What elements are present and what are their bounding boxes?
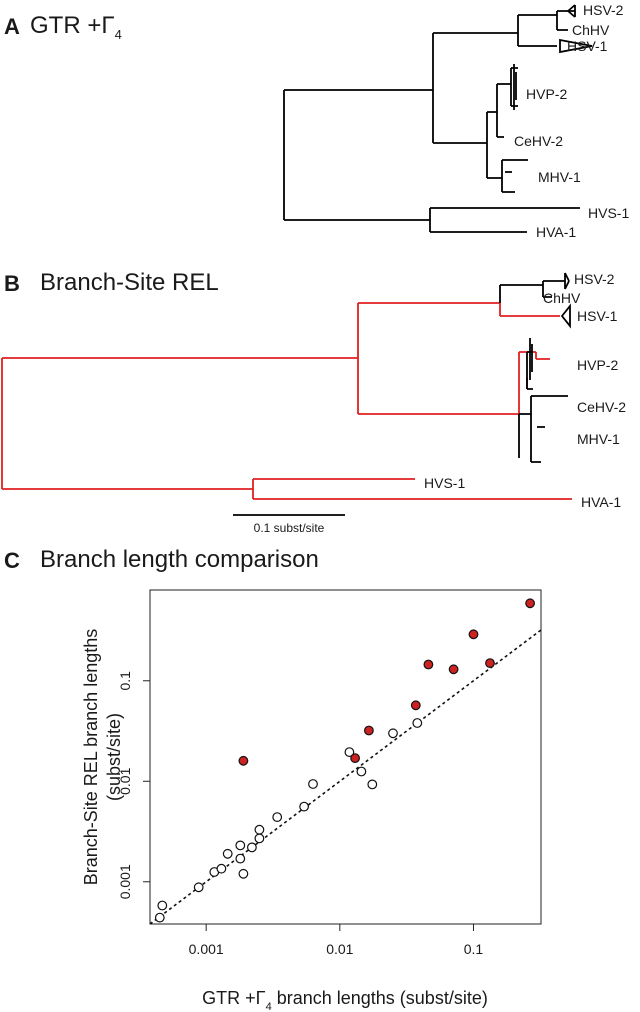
data-point-open <box>235 840 246 851</box>
data-point-open <box>272 812 283 822</box>
data-point-open <box>235 853 246 864</box>
panel-b-title: Branch-Site REL <box>40 269 219 296</box>
leaf-label: HVS-1 <box>588 205 629 221</box>
data-point-open <box>216 863 227 874</box>
data-point-selected <box>238 755 249 766</box>
data-point-selected <box>350 753 361 763</box>
data-point-open <box>193 882 204 893</box>
leaf-label: HVA-1 <box>581 494 621 510</box>
plot-frame <box>149 589 542 925</box>
x-tick-label: 0.001 <box>189 941 224 957</box>
panel-c-letter: C <box>4 548 20 573</box>
leaf-label: MHV-1 <box>577 431 620 447</box>
leaf-label: HVA-1 <box>536 224 576 240</box>
leaf-label: HVP-2 <box>577 357 618 373</box>
data-point-selected <box>410 700 421 711</box>
leaf-label: ChHV <box>572 22 610 38</box>
leaf-label: MHV-1 <box>538 169 581 185</box>
tree-b-labels: HSV-2 ChHV HSV-1 HVP-2 CeHV-2 MHV-1 HVS-… <box>424 271 626 510</box>
y-axis-label-units: (subst/site) <box>104 713 124 801</box>
data-point-selected <box>525 598 535 609</box>
data-point-open <box>238 868 249 879</box>
panel-b-letter: B <box>4 271 20 296</box>
leaf-label: HSV-1 <box>577 308 618 324</box>
tree-a-labels: HSV-2 ChHV HSV-1 HVP-2 CeHV-2 MHV-1 HVS-… <box>514 2 629 240</box>
leaf-label: HSV-2 <box>574 271 615 287</box>
leaf-label: CeHV-2 <box>514 133 563 149</box>
y-tick-label: 0.001 <box>117 864 133 899</box>
data-point-selected <box>448 664 459 675</box>
data-point-open <box>412 718 423 728</box>
tree-a <box>283 4 593 233</box>
y-tick-label: 0.1 <box>117 671 133 691</box>
data-point-selected <box>468 629 479 640</box>
leaf-label: HSV-2 <box>583 2 624 18</box>
x-axis: 0.001 0.01 0.1 <box>189 924 484 957</box>
leaf-label: HVP-2 <box>526 86 567 102</box>
data-point-selected <box>485 658 495 668</box>
data-point-selected <box>364 725 374 736</box>
data-point-open <box>299 801 310 812</box>
data-point-selected <box>423 659 434 670</box>
tree-b-red <box>1 302 572 500</box>
y-axis-label: Branch-Site REL branch lengths <box>81 629 101 885</box>
leaf-label: CeHV-2 <box>577 399 626 415</box>
x-axis-label: GTR +Γ4 branch lengths (subst/site) <box>202 988 488 1012</box>
data-point-open <box>388 728 398 739</box>
leaf-label: ChHV <box>543 290 581 306</box>
identity-line <box>149 629 542 925</box>
data-points <box>154 598 535 923</box>
data-point-open <box>367 779 378 790</box>
scale-bar-label: 0.1 subst/site <box>254 521 325 535</box>
data-point-open <box>154 912 165 923</box>
leaf-label: HVS-1 <box>424 475 465 491</box>
data-point-open <box>344 747 355 757</box>
y-axis: 0.001 0.01 0.1 <box>117 671 150 899</box>
panel-a-title: GTR +Γ4 <box>30 12 122 42</box>
x-tick-label: 0.01 <box>326 941 353 957</box>
data-point-open <box>254 824 265 835</box>
data-point-open <box>246 842 257 853</box>
data-point-open <box>308 779 318 789</box>
data-point-open <box>222 848 233 859</box>
panel-c-title: Branch length comparison <box>40 546 319 573</box>
data-point-open <box>356 766 367 777</box>
x-tick-label: 0.1 <box>464 941 484 957</box>
data-point-open <box>254 833 265 844</box>
y-tick-label: 0.01 <box>117 767 133 794</box>
data-point-open <box>157 900 168 911</box>
leaf-label: HSV-1 <box>567 38 608 54</box>
tree-b-black <box>499 272 571 463</box>
panel-a-letter: A <box>4 14 20 39</box>
